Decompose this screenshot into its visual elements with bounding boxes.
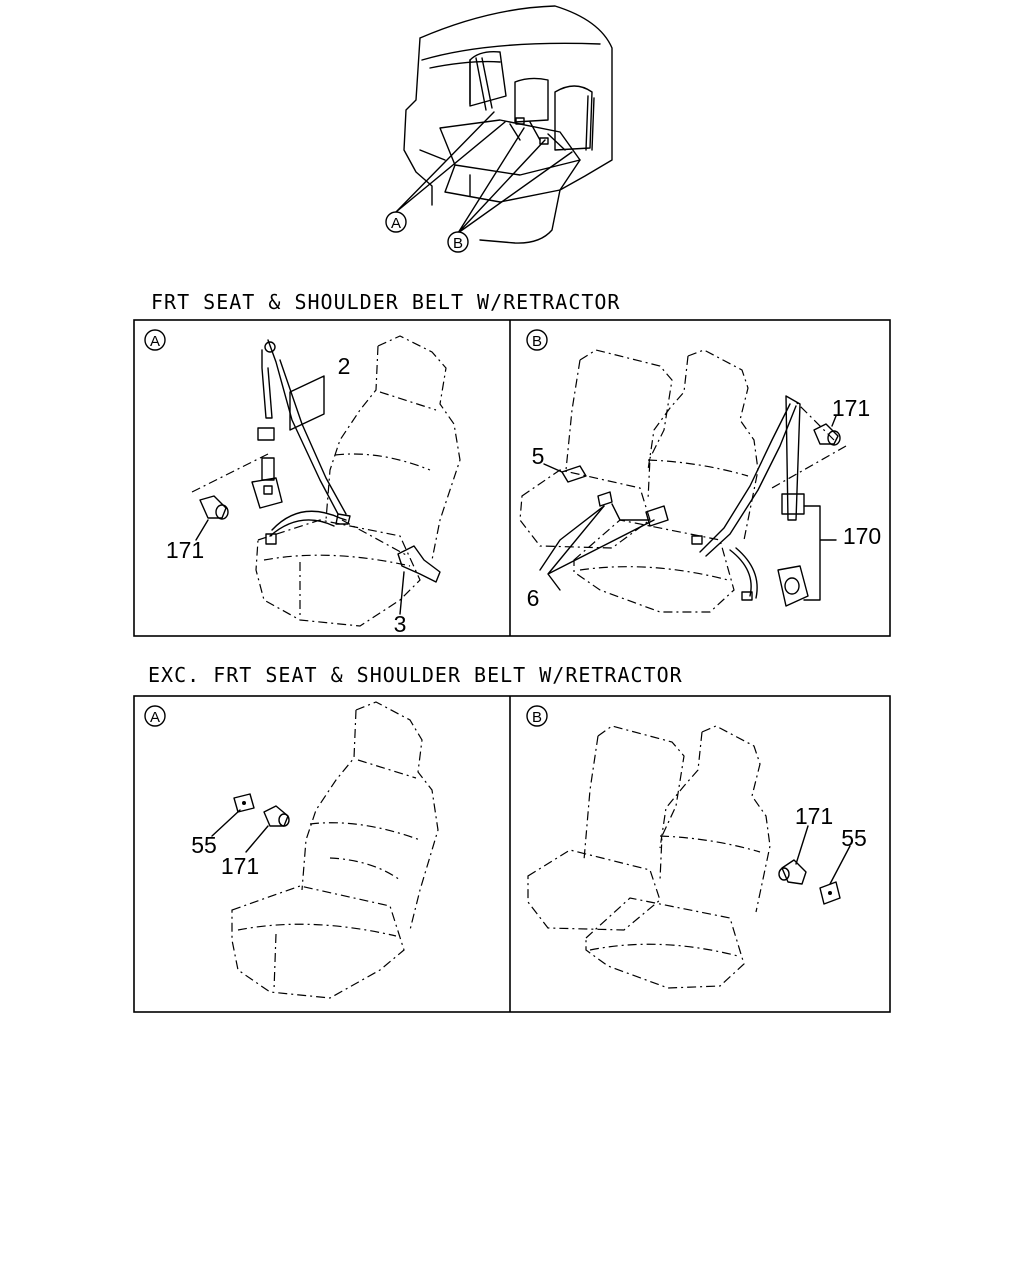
panel-tag: B [532, 333, 542, 350]
panel-tag-circle [144, 705, 166, 727]
label-part-171: 171 [221, 853, 259, 879]
label-part-2: 2 [338, 353, 351, 379]
section1-frame [133, 319, 891, 637]
panel-tag-circle [526, 329, 548, 351]
callout-b-circle [447, 231, 469, 253]
panel-tag-circle [144, 329, 166, 351]
label-part-6: 6 [527, 585, 540, 611]
cab-overview-illustration: A B [385, 5, 613, 253]
label-part-171: 171 [166, 537, 204, 563]
section2-panel-b: B 171 55 [526, 705, 867, 989]
label-part-171: 171 [832, 395, 870, 421]
label-part-170: 170 [843, 523, 881, 549]
section1-header: FRT SEAT & SHOULDER BELT W/RETRACTOR [151, 290, 620, 314]
label-part-55: 55 [841, 825, 867, 851]
panel-tag: A [150, 709, 160, 726]
section2-header: EXC. FRT SEAT & SHOULDER BELT W/RETRACTO… [148, 663, 683, 687]
callout-b-label: B [453, 235, 463, 252]
section2-frame [133, 695, 891, 1013]
section1-panel-b: B 5 6 171 170 [519, 329, 881, 613]
callout-a-label: A [391, 215, 401, 232]
panel-tag: B [532, 709, 542, 726]
label-part-5: 5 [532, 443, 545, 469]
callout-a-circle [385, 211, 407, 233]
label-part-55: 55 [191, 832, 217, 858]
section1-panel-a: A 2 171 3 [144, 329, 461, 637]
label-part-171: 171 [795, 803, 833, 829]
label-part-3: 3 [394, 611, 407, 637]
section2-panel-a: A 55 171 [144, 701, 439, 999]
panel-tag: A [150, 333, 160, 350]
panel-tag-circle [526, 705, 548, 727]
